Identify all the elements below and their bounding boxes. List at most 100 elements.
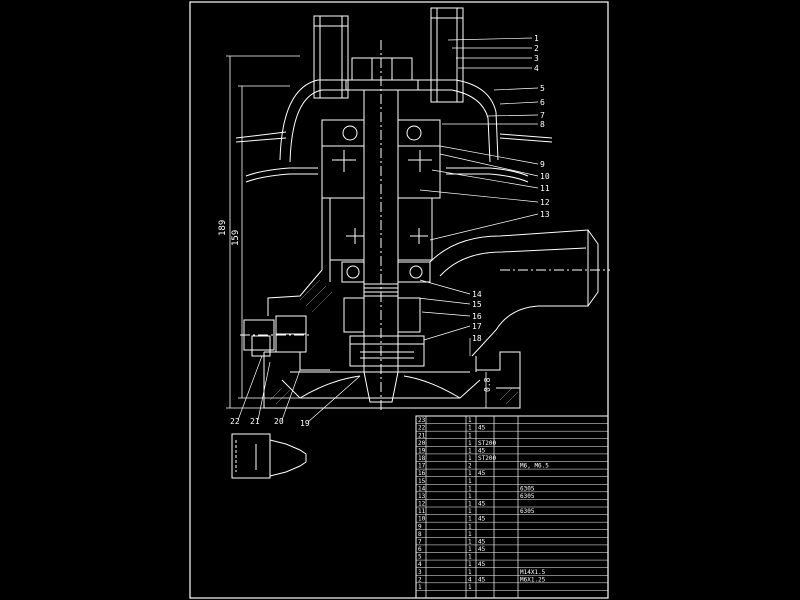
bom-cell-qty: 1 [468,478,472,485]
bom-cell-qty: 1 [468,493,472,500]
leader-line-9 [439,145,539,165]
fitting-detail-view [231,433,307,479]
bom-cell-material: 45 [478,538,486,545]
bom-cell-qty: 1 [468,554,472,561]
part-label-7: 7 [540,111,545,120]
part-label-1: 1 [534,34,539,43]
bom-cell-qty: 1 [468,417,472,424]
part-label-17: 17 [472,322,482,331]
dimension-small-height: 0.8 [483,377,492,392]
bom-cell-qty: 4 [468,576,472,583]
leader-line-1 [447,37,533,41]
bom-cell-qty: 1 [468,470,472,477]
leader-line-12 [419,189,539,203]
part-label-5: 5 [540,84,545,93]
bom-cell-no: 17 [418,463,426,470]
part-label-9: 9 [540,160,545,169]
bom-cell-qty: 1 [468,584,472,591]
part-label-16: 16 [472,312,482,321]
leader-line-11 [431,169,539,189]
leader-line-13 [429,213,539,241]
leader-line-21 [257,361,271,421]
bom-cell-qty: 1 [468,516,472,523]
part-label-18: 18 [472,334,482,343]
leader-line-5 [493,87,539,91]
leader-line-10 [439,153,539,177]
bom-cell-no: 21 [418,432,426,439]
part-label-2: 2 [534,44,539,53]
bom-cell-no: 20 [418,440,426,447]
bom-cell-material: 45 [478,546,486,553]
bom-cell-no: 13 [418,493,426,500]
bom-cell-qty: 1 [468,523,472,530]
bom-cell-no: 23 [418,417,426,424]
dimension-overall-height: 189 [218,220,228,236]
part-label-21: 21 [250,417,260,426]
bom-cell-material: ST200 [478,455,496,462]
leader-line-17 [423,325,471,341]
bom-cell-material: ST200 [478,440,496,447]
leader-line-14 [419,279,471,295]
bom-cell-no: 3 [418,569,422,576]
bom-cell-no: 19 [418,447,426,454]
bom-cell-no: 1 [418,584,422,591]
bom-cell-no: 14 [418,485,426,492]
bom-cell-qty: 1 [468,531,472,538]
bom-cell-material: 45 [478,516,486,523]
part-label-22: 22 [230,417,240,426]
part-label-19: 19 [300,419,310,428]
bom-cell-no: 7 [418,538,422,545]
bom-cell-no: 16 [418,470,426,477]
bom-cell-remark: M6, M6.5 [520,463,549,470]
bom-cell-remark: 6305 [520,493,535,500]
bom-cell-material: 45 [478,425,486,432]
part-leaders [237,37,539,423]
leader-line-22 [237,355,263,421]
part-label-10: 10 [540,172,550,181]
bom-cell-material: 45 [478,447,486,454]
bom-cell-no: 12 [418,501,426,508]
assembly-section-view [235,7,610,410]
bom-cell-material: 45 [478,501,486,508]
bom-cell-qty: 1 [468,561,472,568]
bom-cell-qty: 1 [468,425,472,432]
bom-cell-remark: M14X1.5 [520,569,546,576]
bom-cell-no: 10 [418,516,426,523]
leader-line-19 [307,375,361,423]
part-label-4: 4 [534,64,539,73]
leader-line-6 [499,101,539,105]
part-label-20: 20 [274,417,284,426]
bom-cell-no: 4 [418,561,422,568]
part-label-8: 8 [540,120,545,129]
bom-cell-remark: 6305 [520,508,535,515]
bom-cell-no: 22 [418,425,426,432]
bom-cell-no: 18 [418,455,426,462]
bom-cell-no: 8 [418,531,422,538]
section-hatching [269,279,519,405]
bom-cell-qty: 1 [468,538,472,545]
bom-cell-qty: 2 [468,463,472,470]
bom-cell-no: 11 [418,508,426,515]
bom-cell-no: 9 [418,523,422,530]
bom-cell-material: 45 [478,470,486,477]
bom-cell-qty: 1 [468,546,472,553]
bom-cell-material: 45 [478,561,486,568]
dimension-inner-height: 159 [231,230,241,246]
bom-cell-qty: 1 [468,569,472,576]
bom-cell-remark: 6305 [520,485,535,492]
part-label-15: 15 [472,300,482,309]
part-label-3: 3 [534,54,539,63]
leader-line-7 [487,114,539,117]
leader-line-15 [417,297,471,305]
part-label-13: 13 [540,210,550,219]
leader-line-16 [421,311,471,317]
bom-cell-qty: 1 [468,508,472,515]
bom-cell-qty: 1 [468,447,472,454]
bom-cell-remark: M6X1.25 [520,576,546,583]
part-label-6: 6 [540,98,545,107]
bom-cell-no: 15 [418,478,426,485]
leader-line-20 [281,369,301,421]
